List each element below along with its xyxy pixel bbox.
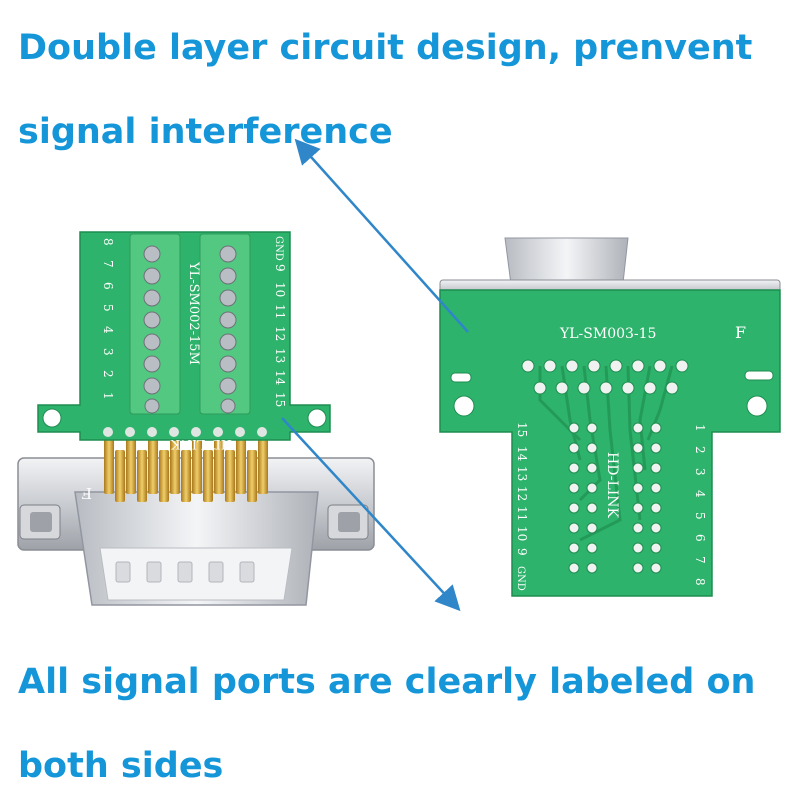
left-pin-label-13: 13 [273,348,287,363]
right-pin-label-11: 11 [515,506,529,521]
caption-bottom: All signal ports are clearly labeled on … [18,640,755,808]
right-pin-label-14: 14 [515,446,529,462]
left-gold-pins [104,432,268,502]
left-pin-label-gnd: GND [273,236,284,261]
left-pin-label-7: 7 [101,260,115,268]
left-connector: YL-SM002-15M HD-LINK F 8 7 6 5 4 3 2 1 G… [17,231,375,606]
right-mount-hole-right [746,395,768,417]
left-pin-label-2: 2 [101,370,115,378]
caption-top-line1: Double layer circuit design, prenvent [18,28,753,68]
left-pcb [37,231,331,441]
left-pin-label-5: 5 [101,304,115,312]
left-terminal-block-a [129,233,181,415]
right-vias-top [521,359,689,395]
left-solder-pads [103,427,267,437]
left-board-mark: F [82,484,92,502]
right-pads-right-column [632,422,662,574]
right-pin-label-13: 13 [515,466,529,481]
left-pin-label-3: 3 [101,348,115,356]
right-pin-label-15: 15 [515,422,529,437]
right-pads-left-column [568,422,598,574]
right-pin-label-8: 8 [693,578,707,586]
left-screw-post-right [327,504,369,540]
right-pin-label-3: 3 [693,468,707,476]
left-mount-hole-right [307,408,327,428]
left-pin-label-10: 10 [273,282,287,297]
left-pin-label-9: 9 [273,264,287,272]
left-pin-label-1: 1 [101,392,115,400]
right-board-model: YL-SM003-15 [559,326,656,342]
left-pin-label-14: 14 [273,370,287,386]
arrow-to-top-caption [294,138,469,333]
arrow-to-bottom-caption [281,417,461,612]
right-pin-label-10: 10 [515,526,529,541]
left-mount-hole-left [42,408,62,428]
right-pin-label-1: 1 [693,424,707,432]
caption-top: Double layer circuit design, prenvent si… [18,6,752,174]
right-slot-left [450,372,472,383]
left-pin-label-8: 8 [101,238,115,246]
left-terminal-block-b [199,233,251,415]
left-insulator [99,547,293,601]
caption-bottom-line2: both sides [18,746,224,786]
right-board-mark: F [735,323,746,342]
left-pin-label-6: 6 [101,282,115,290]
right-pin-label-9: 9 [515,548,529,556]
right-pin-label-12: 12 [515,486,529,501]
left-pin-holes [115,561,255,583]
left-board-brand: HD-LINK [170,436,232,451]
caption-top-line2: signal interference [18,112,393,152]
right-slot-right [744,370,774,381]
right-pin-label-gnd: GND [515,566,526,591]
left-pin-label-12: 12 [273,326,287,341]
right-connector: YL-SM003-15 F HD-LINK 15 14 13 12 11 10 … [439,237,781,597]
left-board-model: YL-SM002-15M [186,261,201,365]
left-pin-label-15: 15 [273,392,287,407]
callout-arrows [281,138,469,612]
right-pin-label-6: 6 [693,534,707,542]
right-mount-hole-left [453,395,475,417]
right-board-brand: HD-LINK [604,452,620,519]
right-pin-label-4: 4 [693,490,707,498]
right-pin-label-7: 7 [693,556,707,564]
left-pin-label-11: 11 [273,304,287,319]
left-screw-post-left [19,504,61,540]
right-pin-label-5: 5 [693,512,707,520]
right-pin-label-2: 2 [693,446,707,454]
left-pin-label-4: 4 [101,326,115,334]
caption-bottom-line1: All signal ports are clearly labeled on [18,662,756,702]
